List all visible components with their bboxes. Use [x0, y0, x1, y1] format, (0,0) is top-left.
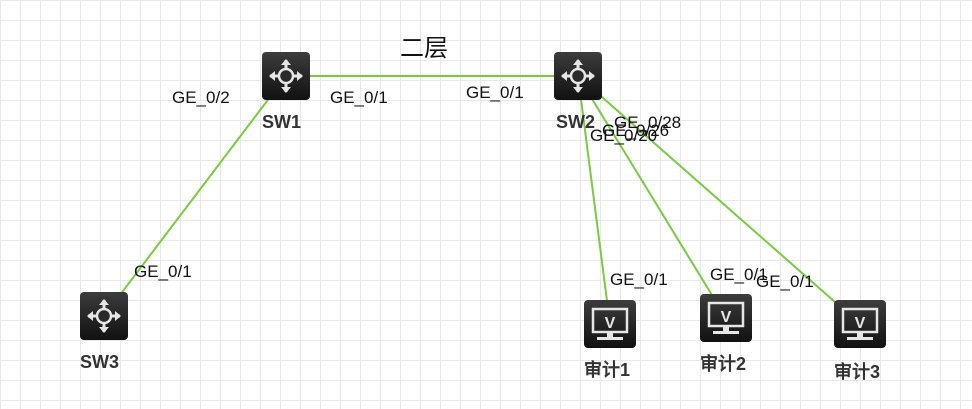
port-label-sw1-to-sw2: GE_0/1 — [330, 88, 388, 107]
switch-icon — [78, 290, 130, 342]
link-sw1-sw3[interactable] — [103, 75, 287, 317]
monitor-glyph: V — [855, 315, 866, 332]
device-sw2[interactable] — [552, 50, 604, 102]
device-label-audit1: 审计1 — [584, 359, 630, 380]
port-label-audit2-to-sw2: GE_0/1 — [710, 265, 768, 284]
port-label-sw2-to-audit2: GE_0/26 — [602, 121, 669, 140]
link-sw2-audit1[interactable] — [577, 75, 611, 325]
device-audit1[interactable]: V — [582, 298, 638, 350]
device-audit3[interactable]: V — [832, 298, 888, 350]
port-label-audit3-to-sw2: GE_0/1 — [756, 272, 814, 291]
segment-title: 二层 — [400, 34, 448, 62]
port-label-sw2-to-audit1: GE_0/20 — [590, 126, 657, 145]
device-label-sw1: SW1 — [262, 112, 301, 132]
device-sw1[interactable] — [260, 50, 312, 102]
device-label-audit3: 审计3 — [834, 361, 880, 382]
port-label-sw2-to-sw1: GE_0/1 — [466, 83, 524, 102]
link-sw2-audit3[interactable] — [577, 75, 861, 325]
device-sw3[interactable] — [78, 290, 130, 342]
port-label-sw3-to-sw1: GE_0/1 — [134, 262, 192, 281]
monitor-glyph: V — [605, 315, 616, 332]
monitor-glyph: V — [721, 309, 732, 326]
link-sw2-audit2[interactable] — [577, 75, 727, 319]
device-audit2[interactable]: V — [698, 292, 754, 344]
switch-icon — [260, 50, 312, 102]
port-label-sw1-to-sw3: GE_0/2 — [172, 88, 230, 107]
device-label-sw2: SW2 — [556, 112, 595, 132]
switch-icon — [552, 50, 604, 102]
port-label-audit1-to-sw2: GE_0/1 — [610, 270, 668, 289]
device-label-audit2: 审计2 — [700, 353, 746, 374]
device-label-sw3: SW3 — [80, 352, 119, 372]
port-label-sw2-to-audit3: GE_0/28 — [614, 113, 681, 132]
